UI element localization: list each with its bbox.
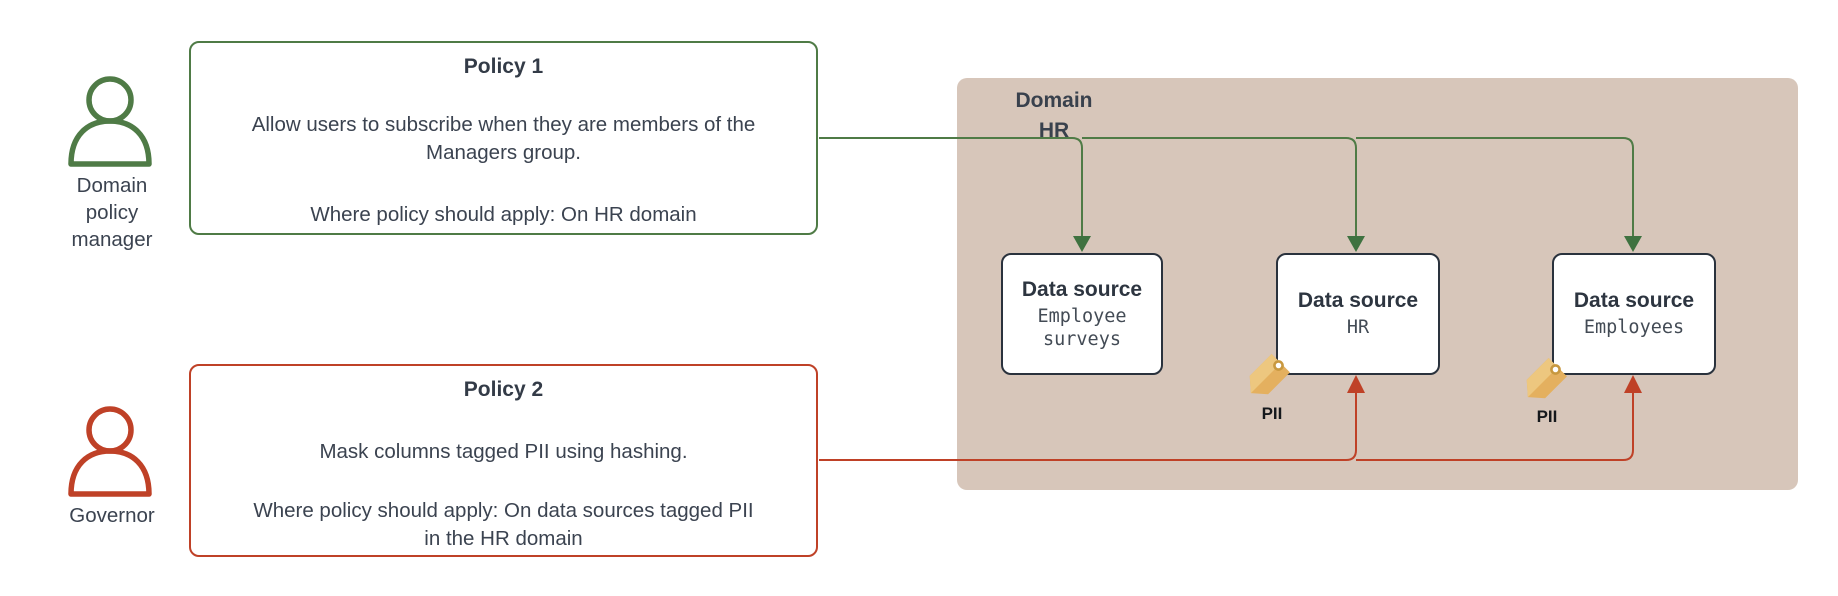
domain-policy-manager-label: Domain policy manager <box>71 174 153 251</box>
data-source-title: Data source <box>1573 289 1695 312</box>
policy1-body: Allow users to subscribe when they are m… <box>251 113 756 164</box>
policy1-title: Policy 1 <box>463 55 544 78</box>
data-source-card-hr: Data source HR <box>1276 253 1440 375</box>
data-source-name: HR <box>1346 317 1370 338</box>
pii-tag-icon <box>1526 358 1567 399</box>
data-source-name: Employee surveys <box>1037 305 1127 350</box>
hr-domain-label: Domain HR <box>979 86 1129 146</box>
policy1-apply-text: Where policy should apply: On HR domain <box>310 203 697 226</box>
policy2-body: Mask columns tagged PII using hashing. <box>319 440 688 463</box>
pii-tag-label: PII <box>1261 404 1283 423</box>
pii-tag-label: PII <box>1536 407 1558 426</box>
domain-title: Domain <box>1015 89 1093 112</box>
domain-name: HR <box>1038 119 1070 142</box>
pii-tag-icon <box>1249 354 1290 395</box>
data-source-card-employees: Data source Employees <box>1552 253 1716 375</box>
data-source-title: Data source <box>1297 289 1419 312</box>
policy2-box: Policy 2 Mask columns tagged PII using h… <box>189 364 818 557</box>
domain-policy-manager-person-icon <box>68 76 152 167</box>
policy2-apply-text: Where policy should apply: On data sourc… <box>253 499 754 550</box>
governor-label: Governor <box>69 504 155 527</box>
data-source-title: Data source <box>1021 277 1143 301</box>
data-source-card-employee-surveys: Data source Employee surveys <box>1001 253 1163 375</box>
data-source-name: Employees <box>1583 317 1685 338</box>
policy2-title: Policy 2 <box>463 378 544 401</box>
governor-person-icon <box>68 406 152 497</box>
policy1-box: Policy 1 Allow users to subscribe when t… <box>189 41 818 235</box>
